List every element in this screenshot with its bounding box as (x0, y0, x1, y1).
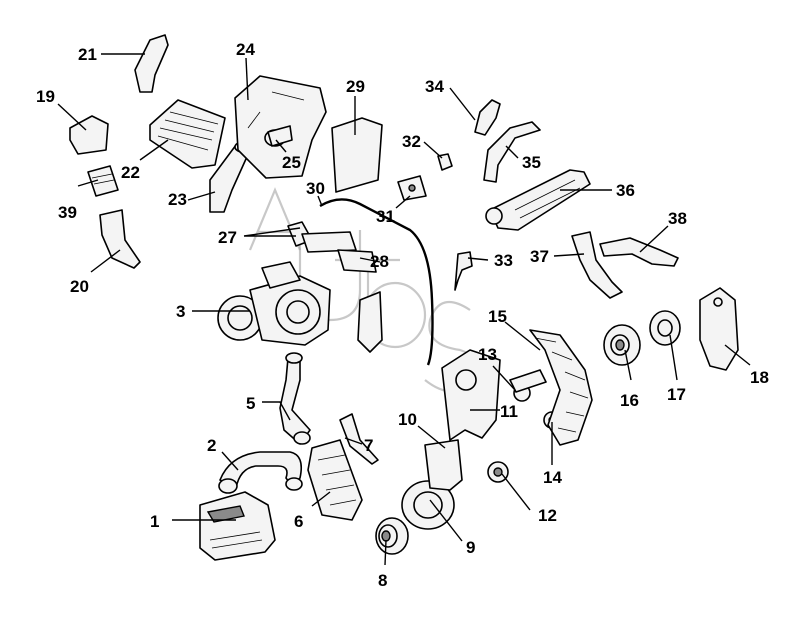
callout-25: 25 (282, 153, 301, 172)
callout-39: 39 (58, 203, 77, 222)
part-33 (454, 251, 473, 291)
part-19 (69, 115, 109, 155)
callout-29: 29 (346, 77, 365, 96)
part-1 (199, 491, 276, 561)
part-20 (99, 209, 141, 269)
part-25 (264, 125, 293, 147)
callout-23: 23 (168, 190, 187, 209)
part-17 (649, 310, 681, 346)
callout-5: 5 (246, 394, 255, 413)
callout-3: 3 (176, 302, 185, 321)
callout-31: 31 (376, 207, 395, 226)
part-13 (509, 369, 547, 402)
part-31 (397, 175, 427, 201)
part-38 (599, 237, 679, 267)
callout-38: 38 (668, 209, 687, 228)
callout-14: 14 (543, 468, 562, 487)
part-16 (603, 324, 641, 366)
callout-19: 19 (36, 87, 55, 106)
callout-1: 1 (150, 512, 159, 531)
callout-33: 33 (494, 251, 513, 270)
callout-34: 34 (425, 77, 444, 96)
part-8 (375, 517, 409, 555)
callout-8: 8 (378, 571, 387, 590)
part-30 (319, 198, 434, 366)
callout-9: 9 (466, 538, 475, 557)
callout-labels: 1 2 3 5 6 7 8 9 10 11 12 13 14 15 16 17 … (36, 40, 769, 590)
callout-2: 2 (207, 436, 216, 455)
callout-7: 7 (364, 436, 373, 455)
part-9 (401, 480, 455, 530)
callout-17: 17 (667, 385, 686, 404)
callout-37: 37 (530, 247, 549, 266)
callout-16: 16 (620, 391, 639, 410)
callout-20: 20 (70, 277, 89, 296)
part-7 (339, 413, 379, 465)
callout-22: 22 (121, 163, 140, 182)
part-11 (441, 349, 501, 441)
callout-10: 10 (398, 410, 417, 429)
part-28 (337, 249, 383, 353)
part-35 (483, 121, 541, 183)
callout-15: 15 (488, 307, 507, 326)
callout-21: 21 (78, 45, 97, 64)
part-22 (149, 99, 226, 169)
part-12 (487, 461, 509, 483)
callout-28: 28 (370, 252, 389, 271)
callout-36: 36 (616, 181, 635, 200)
part-39 (87, 165, 119, 197)
callout-27: 27 (218, 228, 237, 247)
callout-13: 13 (478, 345, 497, 364)
callout-11: 11 (500, 402, 518, 421)
part-3 (217, 261, 331, 346)
part-37 (571, 231, 623, 299)
callout-32: 32 (402, 132, 421, 151)
callout-35: 35 (522, 153, 541, 172)
part-5 (279, 352, 311, 445)
callout-12: 12 (538, 506, 557, 525)
part-27 (287, 221, 357, 253)
callout-24: 24 (236, 40, 255, 59)
part-15 (529, 329, 593, 446)
part-24 (234, 75, 327, 179)
leader-lines (57, 53, 751, 566)
part-34 (474, 99, 501, 136)
part-21 (134, 34, 169, 93)
callout-30: 30 (306, 179, 325, 198)
part-36 (485, 169, 591, 231)
part-10 (424, 439, 463, 491)
part-6 (307, 439, 363, 521)
callout-18: 18 (750, 368, 769, 387)
callout-6: 6 (294, 512, 303, 531)
part-29 (331, 117, 383, 193)
part-2 (218, 451, 303, 494)
part-18 (699, 287, 739, 371)
